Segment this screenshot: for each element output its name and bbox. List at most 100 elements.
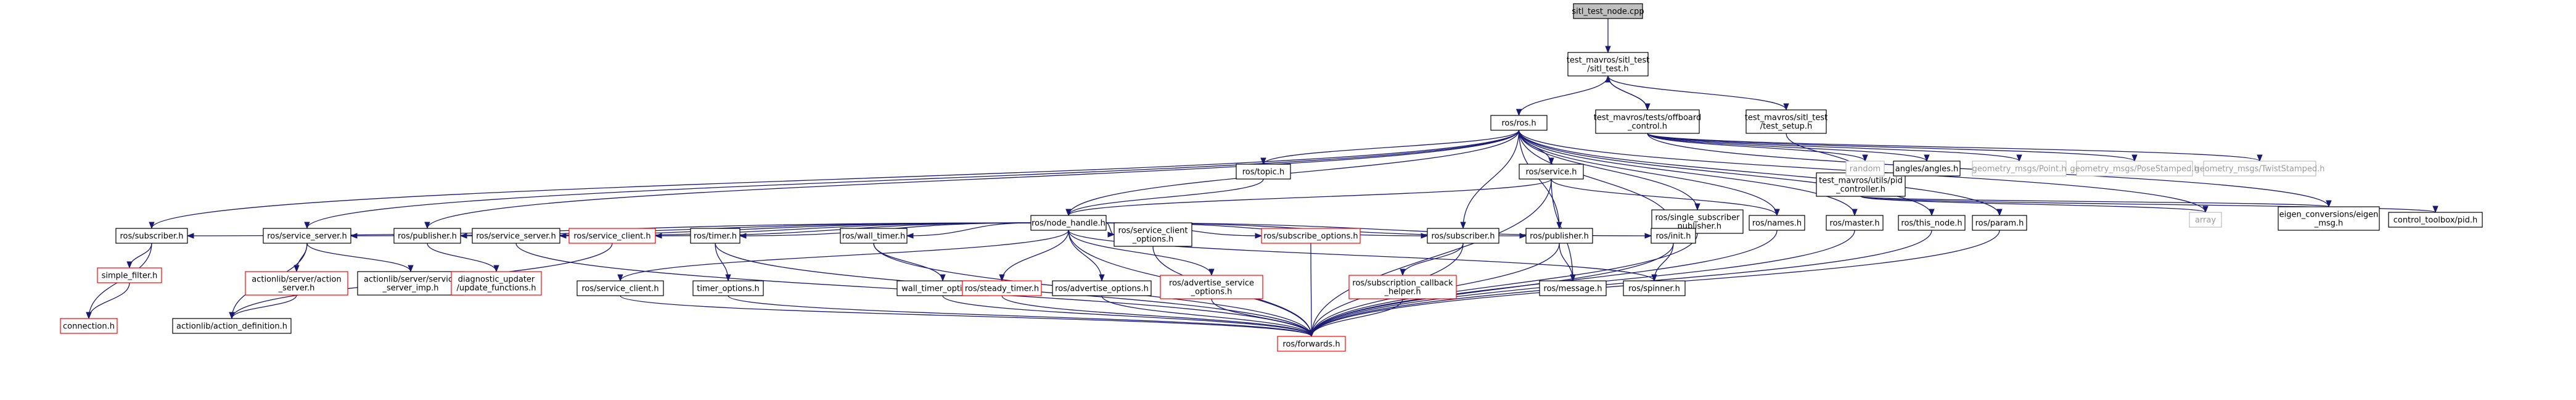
node-box bbox=[393, 228, 461, 244]
node-box bbox=[1893, 160, 1961, 177]
node-label: ros/node_handle.h bbox=[1032, 219, 1105, 228]
node-test-setup-h[interactable]: test_mavros/sitl_test/test_setup.h bbox=[1745, 109, 1828, 134]
node-ros-service-client-h[interactable]: ros/service_client.h bbox=[576, 280, 664, 296]
node-label: ros/service_client.h bbox=[581, 285, 658, 294]
node-actionlib-action-definition-h[interactable]: actionlib/action_definition.h bbox=[172, 318, 292, 334]
node-box bbox=[1525, 228, 1593, 244]
node-ros-service-client-options-h[interactable]: ros/service_client_options.h bbox=[1114, 222, 1192, 247]
node-ros-wall-timer-h[interactable]: ros/wall_timer.h bbox=[840, 228, 908, 244]
node-box bbox=[1539, 280, 1607, 296]
node-random: random bbox=[1845, 160, 1885, 177]
node-box bbox=[1427, 228, 1499, 244]
node-ros-timer-h[interactable]: ros/timer.h bbox=[690, 228, 740, 244]
node-label: ros/publisher.h bbox=[1530, 232, 1589, 241]
node-ros-node-handle-h[interactable]: ros/node_handle.h bbox=[1030, 215, 1107, 231]
node-ros-service-server-h-a[interactable]: ros/service_server.h bbox=[263, 228, 351, 244]
edge-ros-ros-h-to-ros-publisher-h-a bbox=[424, 130, 1520, 230]
node-ros-service-client-h-red[interactable]: ros/service_client.h bbox=[568, 228, 656, 244]
node-ros-publisher-h-b[interactable]: ros/publisher.h bbox=[1525, 228, 1593, 244]
edge-ros-ros-h-to-ros-service-server-h-a bbox=[304, 130, 1520, 230]
node-ros-topic-h[interactable]: ros/topic.h bbox=[1236, 164, 1291, 180]
edge-offboard-control-h-to-angles-h bbox=[1647, 133, 1930, 162]
node-ros-ros-h[interactable]: ros/ros.h bbox=[1490, 115, 1548, 131]
node-box bbox=[2388, 212, 2483, 228]
node-box bbox=[1972, 215, 2027, 231]
node-label: actionlib/server/service bbox=[364, 275, 457, 285]
node-offboard-control-h[interactable]: test_mavros/tests/offboard_control.h bbox=[1594, 109, 1702, 134]
node-box bbox=[1114, 222, 1192, 247]
node-box bbox=[1490, 115, 1548, 131]
edge-ros-service-h-to-ros-node-handle-h bbox=[1065, 178, 1552, 217]
node-pid-controller-h[interactable]: test_mavros/utils/pid_controller.h bbox=[1816, 172, 1906, 197]
node-ros-param-h[interactable]: ros/param.h bbox=[1972, 215, 2027, 231]
node-label: /test_setup.h bbox=[1760, 122, 1813, 131]
node-ros-subscriber-h-a[interactable]: ros/subscriber.h bbox=[115, 228, 188, 244]
node-sitl-test-h[interactable]: test_mavros/sitl_test/sitl_test.h bbox=[1567, 52, 1650, 77]
node-ros-spinner-h[interactable]: ros/spinner.h bbox=[1623, 280, 1686, 296]
node-box bbox=[97, 267, 162, 283]
node-box bbox=[172, 318, 292, 334]
node-label: timer_options.h bbox=[697, 285, 759, 294]
node-ros-subscriber-h-b[interactable]: ros/subscriber.h bbox=[1427, 228, 1499, 244]
node-connection-h[interactable]: connection.h bbox=[60, 318, 118, 334]
node-label: ros/spinner.h bbox=[1628, 285, 1680, 294]
edge-ros-node-handle-h-to-ros-wall-timer-h bbox=[906, 222, 1032, 239]
node-ros-message-h[interactable]: ros/message.h bbox=[1539, 280, 1607, 296]
node-box bbox=[2203, 160, 2316, 177]
node-label: ros/steady_timer.h bbox=[965, 285, 1039, 294]
edge-ros-subscriber-h-b-to-ros-subscription-callback-helper-h bbox=[1400, 243, 1464, 277]
node-angles-h[interactable]: angles/angles.h bbox=[1893, 160, 1961, 177]
node-box bbox=[2278, 206, 2380, 231]
node-diagnostic-updater-h[interactable]: diagnostic_updater/update_functions.h bbox=[451, 271, 542, 296]
node-label: test_mavros/utils/pid bbox=[1819, 177, 1903, 186]
node-control-toolbox-pid[interactable]: control_toolbox/pid.h bbox=[2388, 212, 2483, 228]
node-label: _control.h bbox=[1627, 122, 1667, 131]
node-label: /sitl_test.h bbox=[1587, 65, 1628, 74]
node-ros-subscribe-options-h[interactable]: ros/subscribe_options.h bbox=[1261, 228, 1361, 244]
node-label: ros/subscriber.h bbox=[120, 232, 183, 241]
node-label: ros/master.h bbox=[1829, 219, 1879, 228]
edge-ros-subscription-callback-helper-h-to-ros-forwards-h bbox=[1308, 298, 1403, 338]
node-actionlib-service-server-imp-h[interactable]: actionlib/server/service_server_imp.h bbox=[357, 271, 464, 296]
node-label: random bbox=[1850, 165, 1881, 174]
node-ros-subscription-callback-helper-h[interactable]: ros/subscription_callback_helper.h bbox=[1348, 275, 1457, 299]
node-label: ros/publisher.h bbox=[398, 232, 457, 241]
node-label: ros/param.h bbox=[1975, 219, 2024, 228]
node-label: ros/message.h bbox=[1544, 285, 1602, 294]
node-ros-init-h[interactable]: ros/init.h bbox=[1651, 228, 1696, 244]
node-actionlib-action-server-h[interactable]: actionlib/server/action_server.h bbox=[245, 271, 348, 296]
edge-ros-node-handle-h-to-ros-spinner-h bbox=[1068, 230, 1657, 282]
node-label: ros/subscription_callback bbox=[1352, 279, 1453, 288]
edge-ros-wall-timer-h-to-wall-timer-options-h bbox=[873, 243, 946, 282]
edge-pid-controller-h-to-eigen-conversions bbox=[1860, 196, 2331, 208]
edge-pid-controller-h-to-control-toolbox-pid bbox=[1860, 196, 2438, 214]
node-simple-filter-h[interactable]: simple_filter.h bbox=[97, 267, 162, 283]
edge-ros-single-sub-pub-to-ros-forwards-h bbox=[1308, 233, 1698, 338]
node-label: ros/ros.h bbox=[1501, 119, 1536, 128]
node-ros-service-server-h-b[interactable]: ros/service_server.h bbox=[472, 228, 560, 244]
node-ros-master-h[interactable]: ros/master.h bbox=[1826, 215, 1884, 231]
edge-timer-options-h-to-ros-forwards-h bbox=[728, 295, 1315, 338]
node-label: _msg.h bbox=[2314, 219, 2344, 228]
edge-wall-timer-options-h-to-ros-forwards-h bbox=[942, 295, 1315, 338]
node-box bbox=[357, 271, 464, 296]
node-eigen-conversions[interactable]: eigen_conversions/eigen_msg.h bbox=[2278, 206, 2380, 231]
node-ros-publisher-h-a[interactable]: ros/publisher.h bbox=[393, 228, 461, 244]
node-label: _controller.h bbox=[1836, 185, 1885, 194]
edge-ros-service-server-h-a-to-actionlib-service-server-imp-h bbox=[306, 243, 414, 273]
edge-ros-ros-h-to-ros-subscriber-h-a bbox=[149, 130, 1520, 230]
node-label: ros/subscribe_options.h bbox=[1263, 232, 1358, 241]
node-ros-forwards-h[interactable]: ros/forwards.h bbox=[1277, 336, 1346, 352]
node-box bbox=[1567, 52, 1649, 77]
node-label: array bbox=[2195, 216, 2216, 225]
node-label: geometry_msgs/PoseStamped.h bbox=[2070, 165, 2199, 174]
node-ros-advertise-service-options-h[interactable]: ros/advertise_service_options.h bbox=[1160, 275, 1263, 299]
edge-ros-ros-h-to-ros-single-sub-pub bbox=[1518, 130, 1700, 211]
node-timer-options-h[interactable]: timer_options.h bbox=[692, 280, 764, 296]
node-ros-steady-timer-h[interactable]: ros/steady_timer.h bbox=[962, 280, 1042, 296]
node-ros-service-h[interactable]: ros/service.h bbox=[1519, 164, 1584, 180]
node-ros-advertise-options-h[interactable]: ros/advertise_options.h bbox=[1052, 280, 1152, 296]
node-ros-names-h[interactable]: ros/names.h bbox=[1749, 215, 1805, 231]
node-ros-this-node-h[interactable]: ros/this_node.h bbox=[1898, 215, 1966, 231]
node-sitl-test-node[interactable]: sitl_test_node.cpp bbox=[1572, 3, 1644, 19]
